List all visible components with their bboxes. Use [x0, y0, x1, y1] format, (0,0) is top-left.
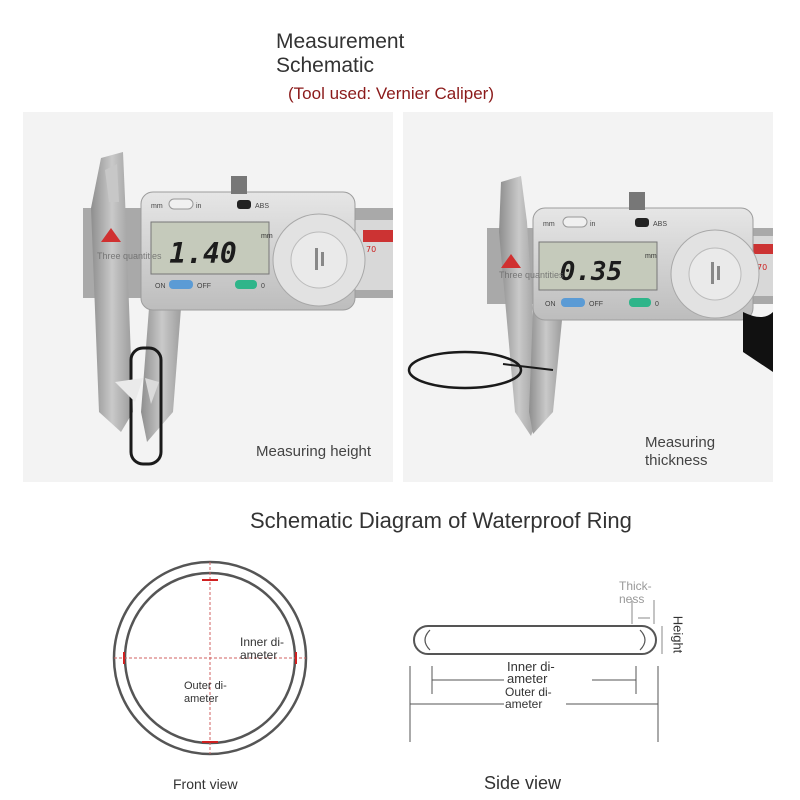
- caption-measuring-height: Measuring height: [256, 443, 372, 460]
- svg-text:70: 70: [366, 245, 376, 254]
- svg-text:mm: mm: [261, 233, 273, 240]
- svg-text:in: in: [590, 221, 596, 228]
- lcd-readout: 0.35: [560, 257, 623, 287]
- caption-measuring-thickness: Measuring thickness: [645, 434, 716, 469]
- side-height-label: Height: [670, 615, 686, 654]
- side-view-label: Side view: [484, 773, 562, 793]
- front-outer-diameter-label: Outer di- ameter: [184, 680, 227, 705]
- side-thickness-label: Thick- ness: [619, 579, 652, 606]
- svg-text:mm: mm: [151, 203, 163, 210]
- svg-text:mm: mm: [543, 221, 555, 228]
- caliper-illustration: 70 0.35 mm mm in ABS ON OFF 0 Three quan…: [407, 176, 773, 436]
- lcd-readout: 1.40: [169, 237, 236, 270]
- photo-measuring-height: 70 1.40 mm mm in ABS ON OFF 0 Three quan…: [23, 112, 393, 482]
- title-line-2: Schematic: [276, 54, 375, 77]
- page-title: Measurement Schematic: [276, 30, 404, 78]
- svg-text:OFF: OFF: [589, 301, 603, 308]
- ring-profile: [413, 625, 657, 655]
- side-inner-diameter-label: Inner di- ameter: [507, 659, 555, 686]
- front-inner-diameter-label: Inner di- ameter: [240, 635, 285, 662]
- svg-text:OFF: OFF: [197, 283, 211, 290]
- svg-text:0: 0: [261, 283, 265, 290]
- svg-text:70: 70: [757, 263, 767, 272]
- diagram-title: Schematic Diagram of Waterproof Ring: [250, 508, 632, 533]
- svg-text:ON: ON: [155, 283, 166, 290]
- caliper-illustration: 70 1.40 mm mm in ABS ON OFF 0 Three quan…: [83, 152, 393, 466]
- side-outer-diameter-label: Outer di- ameter: [505, 685, 552, 711]
- title-line-1: Measurement: [276, 30, 405, 53]
- svg-text:in: in: [196, 203, 202, 210]
- svg-text:Three quantities: Three quantities: [97, 251, 162, 261]
- svg-text:ABS: ABS: [255, 203, 269, 210]
- svg-text:ABS: ABS: [653, 221, 667, 228]
- svg-text:Three quantities: Three quantities: [499, 270, 564, 280]
- front-view-label: Front view: [173, 776, 238, 792]
- svg-text:ON: ON: [545, 301, 556, 308]
- photo-measuring-thickness: 70 0.35 mm mm in ABS ON OFF 0 Three quan…: [403, 112, 773, 482]
- front-view-diagram: [112, 560, 308, 756]
- subtitle: (Tool used: Vernier Caliper): [288, 84, 494, 103]
- side-view-diagram: [409, 600, 663, 742]
- svg-text:0: 0: [655, 301, 659, 308]
- svg-text:mm: mm: [645, 253, 657, 260]
